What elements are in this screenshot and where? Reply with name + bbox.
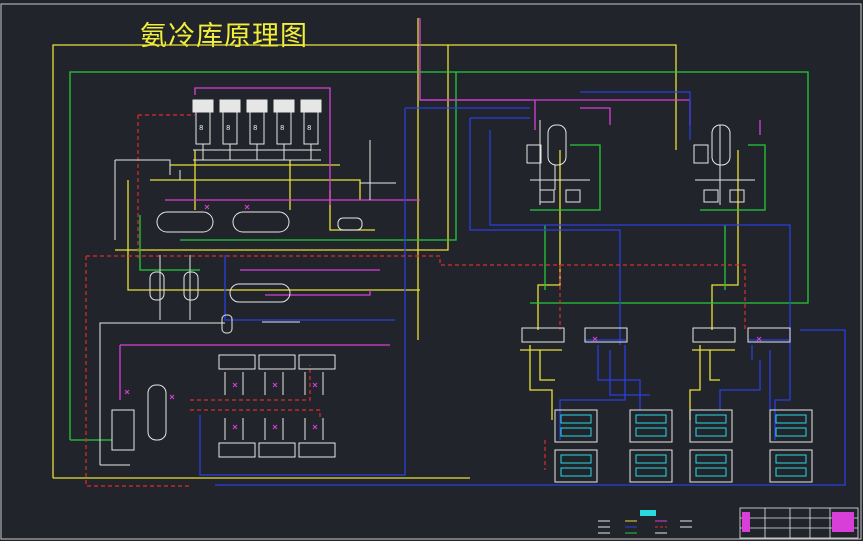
evaporator-units [554,409,813,483]
pump-unit-4 [218,442,256,458]
evaporator-6 [629,449,673,483]
svg-text:8: 8 [280,124,284,132]
svg-text:8: 8 [307,124,311,132]
evaporator-4 [769,409,813,443]
evaporator-3 [689,409,733,443]
manifold-4 [747,327,791,343]
legend-swatches [598,520,692,534]
drawing-title: 氨冷库原理图 [140,21,308,52]
oil-separator [221,314,233,334]
evaporator-7 [689,449,733,483]
evaporator-1 [554,409,598,443]
compressor-2: 8 [219,99,241,160]
svg-text:8: 8 [199,124,203,132]
small-vessel [337,217,363,231]
vertical-vessel-1 [149,271,165,301]
compressor-4: 8 [273,99,295,160]
evaporator-5 [554,449,598,483]
legend-header-box [640,510,656,516]
pump-unit-6 [298,442,336,458]
yellow-pipelines [52,18,739,479]
manifold-2 [584,327,628,343]
compressor-1: 8 [192,99,214,160]
vertical-separator [147,384,167,441]
horizontal-vessel-3 [229,283,291,303]
compressor-3: 8 [246,99,268,160]
evaporator-8 [769,449,813,483]
pump-station-grid [218,354,336,458]
pump-unit-2 [258,354,296,370]
distribution-manifolds [521,327,791,343]
evaporator-2 [629,409,673,443]
svg-text:8: 8 [226,124,230,132]
separator-station-right [693,124,755,203]
vessel-group [111,140,396,451]
legend [598,510,692,534]
title-block [739,507,859,539]
pump-unit-3 [298,354,336,370]
separator-station-left [526,124,590,203]
horizontal-vessel-1 [156,211,214,233]
svg-text:8: 8 [253,124,257,132]
white-pipelines [99,120,721,466]
drawing-frame [0,3,862,540]
manifold-1 [521,327,565,343]
side-tank [111,409,135,451]
vertical-vessel-2 [183,271,199,301]
red-dashed-pipelines [85,114,746,487]
green-pipelines [69,71,809,441]
compressor-bank: 8 8 8 8 [192,99,322,161]
magenta-pipelines [119,18,761,400]
blue-pipelines [199,91,846,486]
horizontal-vessel-2 [232,211,290,233]
pump-unit-1 [218,354,256,370]
valve-markers [124,204,762,430]
pump-unit-5 [258,442,296,458]
manifold-3 [692,327,736,343]
compressor-5: 8 [300,99,322,160]
